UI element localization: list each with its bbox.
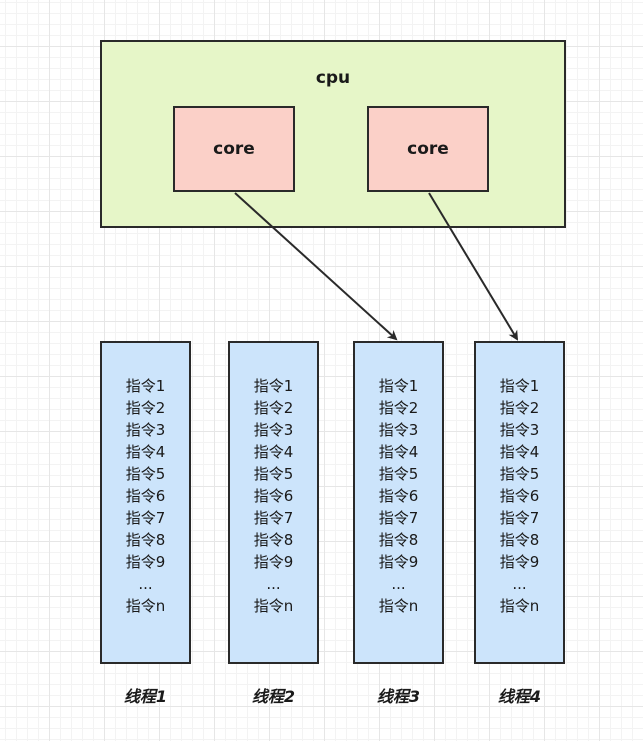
instruction-item: 指令5 [378, 465, 419, 483]
instruction-item: 指令3 [125, 421, 166, 439]
instruction-item: 指令8 [125, 531, 166, 549]
instruction-item: 指令8 [253, 531, 294, 549]
thread-label-1: 线程1 [123, 687, 168, 706]
cpu-label: cpu [315, 68, 351, 88]
instruction-item: 指令n [499, 597, 540, 615]
instruction-item: 指令6 [253, 487, 294, 505]
instruction-item: 指令4 [378, 443, 419, 461]
instruction-item: 指令2 [125, 399, 166, 417]
core-box-1: core [173, 106, 295, 192]
instruction-item: 指令2 [378, 399, 419, 417]
instruction-item: 指令7 [378, 509, 419, 527]
thread-box-2: 指令1 指令2 指令3 指令4 指令5 指令6 指令7 指令8 指令9... 指令n [228, 341, 319, 664]
thread-box-4: 指令1 指令2 指令3 指令4 指令5 指令6 指令7 指令8 指令9... 指令n [474, 341, 565, 664]
instruction-item: ... [391, 575, 406, 593]
thread-label-4: 线程4 [497, 687, 542, 706]
instruction-item: 指令4 [253, 443, 294, 461]
instruction-item: 指令5 [499, 465, 540, 483]
instruction-item: ... [266, 575, 281, 593]
instruction-item: 指令6 [378, 487, 419, 505]
instruction-item: ... [512, 575, 527, 593]
instruction-item: 指令9 [253, 553, 294, 571]
thread-label-2: 线程2 [251, 687, 296, 706]
instruction-item: 指令n [125, 597, 166, 615]
instruction-item: 指令1 [378, 377, 419, 395]
thread-box-1: 指令1 指令2 指令3 指令4 指令5 指令6 指令7 指令8 指令9... 指令n [100, 341, 191, 664]
instruction-item: 指令9 [378, 553, 419, 571]
instruction-item: 指令n [378, 597, 419, 615]
core-box-2: core [367, 106, 489, 192]
instruction-item: 指令2 [253, 399, 294, 417]
instruction-item: 指令3 [499, 421, 540, 439]
instruction-item: 指令4 [499, 443, 540, 461]
instruction-item: ... [138, 575, 153, 593]
instruction-item: 指令2 [499, 399, 540, 417]
instruction-item: 指令6 [125, 487, 166, 505]
instruction-item: 指令1 [253, 377, 294, 395]
instruction-list: 指令1 指令2 指令3 指令4 指令5 指令6 指令7 指令8 指令9... 指令n [230, 375, 317, 617]
instruction-list: 指令1 指令2 指令3 指令4 指令5 指令6 指令7 指令8 指令9... 指令n [102, 375, 189, 617]
instruction-item: 指令9 [499, 553, 540, 571]
instruction-item: 指令8 [378, 531, 419, 549]
instruction-item: 指令3 [378, 421, 419, 439]
instruction-item: 指令6 [499, 487, 540, 505]
instruction-item: 指令4 [125, 443, 166, 461]
instruction-item: 指令n [253, 597, 294, 615]
instruction-item: 指令5 [125, 465, 166, 483]
instruction-item: 指令1 [125, 377, 166, 395]
instruction-item: 指令9 [125, 553, 166, 571]
instruction-list: 指令1 指令2 指令3 指令4 指令5 指令6 指令7 指令8 指令9... 指令n [355, 375, 442, 617]
core-label: core [407, 139, 449, 159]
instruction-item: 指令7 [253, 509, 294, 527]
instruction-list: 指令1 指令2 指令3 指令4 指令5 指令6 指令7 指令8 指令9... 指令n [476, 375, 563, 617]
instruction-item: 指令7 [125, 509, 166, 527]
cpu-box: cpu [100, 40, 566, 228]
instruction-item: 指令7 [499, 509, 540, 527]
core-label: core [213, 139, 255, 159]
instruction-item: 指令5 [253, 465, 294, 483]
thread-label-3: 线程3 [376, 687, 421, 706]
thread-box-3: 指令1 指令2 指令3 指令4 指令5 指令6 指令7 指令8 指令9... 指令n [353, 341, 444, 664]
instruction-item: 指令8 [499, 531, 540, 549]
instruction-item: 指令3 [253, 421, 294, 439]
instruction-item: 指令1 [499, 377, 540, 395]
